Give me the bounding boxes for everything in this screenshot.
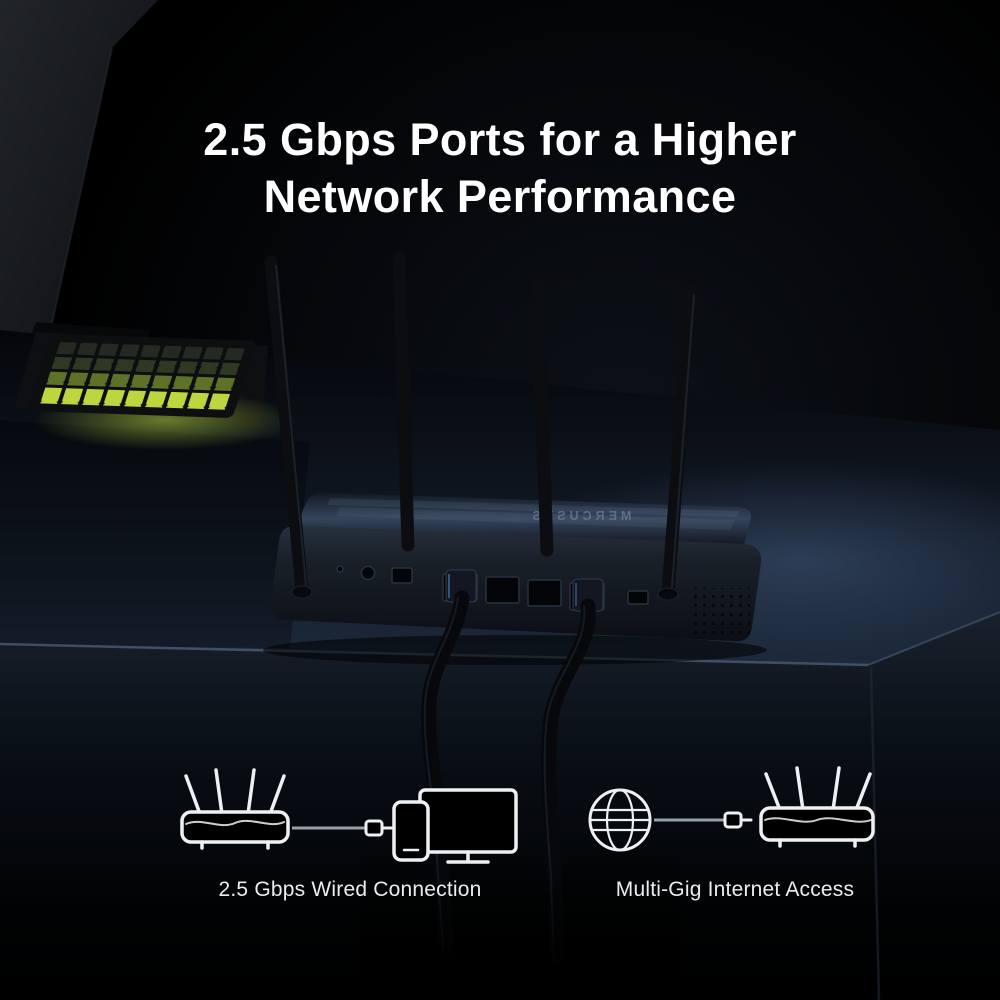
feature-wired-icons: [180, 768, 518, 864]
feature-internet-access: Multi-Gig Internet Access: [555, 762, 915, 902]
feature-wired-connection: 2.5 Gbps Wired Connection: [130, 762, 570, 902]
phone-icon: [392, 800, 430, 862]
router-ports: [336, 565, 649, 612]
router-shadow: [263, 635, 767, 665]
headline: 2.5 Gbps Ports for a Higher Network Perf…: [0, 112, 1000, 225]
router-brand-text: MERCUSYS: [529, 509, 632, 523]
laptop-keyboard: [14, 322, 297, 450]
feature-internet-icons: [588, 766, 875, 852]
globe-icon: [588, 788, 652, 852]
laptop-screen: [0, 0, 158, 396]
headline-line2: Network Performance: [263, 170, 737, 222]
router-icon: [180, 768, 290, 850]
monitor-icon: [418, 788, 518, 864]
router: MERCUSYS: [270, 492, 762, 642]
router-icon: [759, 766, 875, 848]
cable-plug-icon: [723, 811, 753, 829]
bottom-fade: [360, 850, 680, 1000]
headline-line1: 2.5 Gbps Ports for a Higher: [203, 114, 797, 165]
feature-label-wired: 2.5 Gbps Wired Connection: [218, 878, 482, 901]
router-vents: [694, 588, 750, 636]
cable-plug-icon: [364, 819, 394, 837]
feature-label-internet: Multi-Gig Internet Access: [615, 878, 855, 901]
router-antennas: [264, 251, 698, 601]
